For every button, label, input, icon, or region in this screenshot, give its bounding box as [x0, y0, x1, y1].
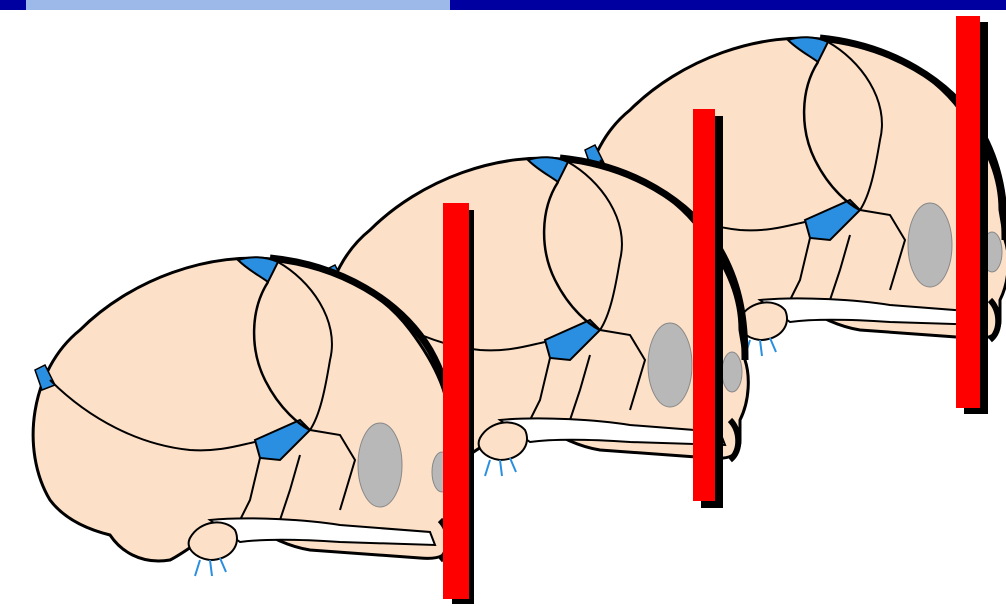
red-bar-middle — [693, 109, 715, 501]
skull-left — [33, 257, 458, 576]
top-strip — [26, 0, 450, 10]
slide-canvas — [0, 10, 1006, 606]
red-bar-right — [956, 16, 980, 408]
skull-molding-diagram — [0, 10, 1006, 606]
red-bar-left — [443, 203, 469, 599]
